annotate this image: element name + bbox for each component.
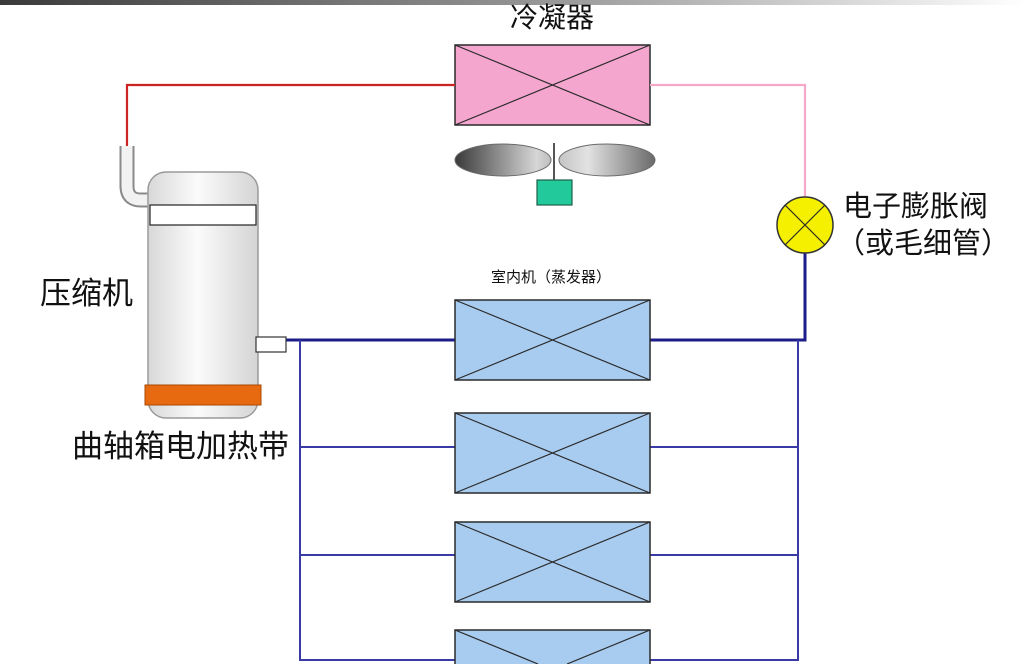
condenser-cross	[454, 44, 651, 126]
compressor-label: 压缩机	[40, 276, 133, 312]
expansion-valve-cross	[784, 204, 826, 246]
indoor-unit-cross	[454, 629, 539, 664]
fan-motor	[536, 179, 573, 206]
indoor-unit-box	[454, 629, 651, 664]
indoor-unit-2	[454, 412, 651, 494]
expansion-valve-label-alt: （或毛细管）	[836, 226, 1010, 260]
fan-blade-right	[558, 143, 656, 177]
liquid-pipe	[650, 83, 807, 197]
condenser-fan	[454, 143, 656, 206]
indoor-unit-cross	[566, 629, 651, 664]
compressor-suction-connector	[255, 336, 287, 353]
indoor-unit-1	[454, 299, 651, 381]
expansion-valve-label: 电子膨胀阀	[843, 189, 988, 223]
indoor-unit-cross	[454, 412, 651, 494]
indoor-unit-3	[454, 521, 651, 603]
compressor-discharge-tube	[121, 146, 152, 206]
condenser-label: 冷凝器	[510, 1, 594, 34]
indoor-unit-label: 室内机（蒸发器）	[491, 268, 611, 286]
crankcase-heater-band	[144, 384, 262, 406]
compressor-body	[147, 171, 259, 419]
compressor-top-band	[149, 204, 257, 226]
top-header-bar	[0, 0, 1025, 5]
expansion-valve	[776, 196, 834, 254]
compressor	[119, 146, 287, 419]
fan-blade-left	[454, 143, 552, 177]
indoor-unit-4	[454, 629, 651, 664]
valve-outlet-pipe	[650, 253, 807, 342]
condenser	[454, 44, 651, 126]
indoor-unit-cross	[454, 521, 651, 603]
indoor-unit-cross	[454, 299, 651, 381]
crankcase-heater-label: 曲轴箱电加热带	[72, 429, 289, 465]
discharge-pipe	[125, 83, 455, 146]
